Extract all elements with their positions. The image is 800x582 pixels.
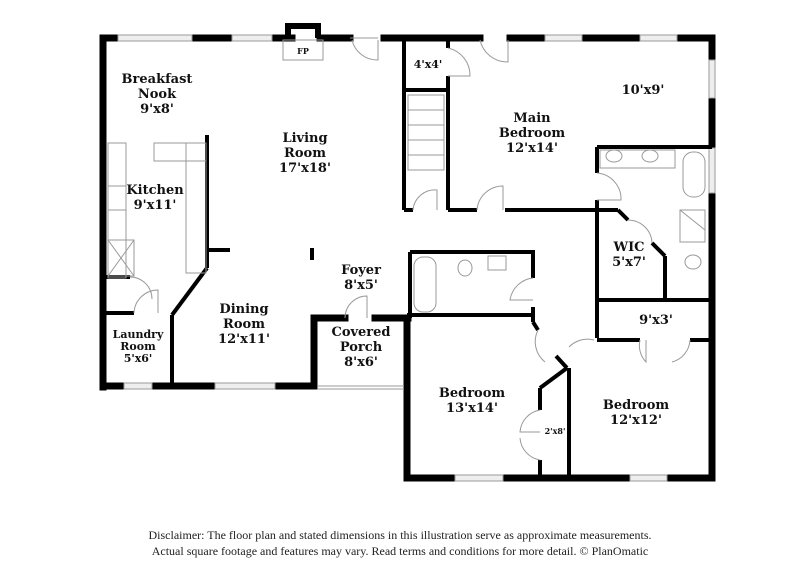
room-label-closet-9x3: 9'x3' xyxy=(639,313,673,328)
room-label-wic: WIC 5'x7' xyxy=(612,240,646,270)
disclaimer: Disclaimer: The floor plan and stated di… xyxy=(0,527,800,559)
room-label-foyer: Foyer 8'x5' xyxy=(341,263,381,293)
fireplace xyxy=(282,23,324,61)
room-label-breakfast-nook: Breakfast Nook 9'x8' xyxy=(121,72,193,117)
room-label-closet-2x8: 2'x8' xyxy=(544,426,566,436)
room-label-closet-4x4: 4'x4' xyxy=(413,58,443,71)
room-label-covered-porch: Covered Porch 8'x6' xyxy=(331,325,391,370)
fireplace-label: FP xyxy=(297,46,309,56)
room-label-living-room: Living Room 17'x18' xyxy=(279,131,331,176)
interior-walls xyxy=(103,38,712,478)
doors xyxy=(129,37,691,461)
room-label-laundry-room: Laundry Room 5'x6' xyxy=(112,328,164,365)
room-label-dining-room: Dining Room 12'x11' xyxy=(218,302,270,347)
exterior-walls xyxy=(99,34,716,482)
floor-plan xyxy=(99,23,716,482)
room-label-bedroom-3: Bedroom 12'x12' xyxy=(602,398,670,428)
room-label-kitchen: Kitchen 9'x11' xyxy=(126,183,184,213)
fixtures xyxy=(107,94,706,313)
windows xyxy=(117,34,716,482)
room-label-main-bedroom: Main Bedroom 12'x14' xyxy=(498,111,566,156)
room-label-sitting-area: 10'x9' xyxy=(621,83,665,98)
disclaimer-line-1: Disclaimer: The floor plan and stated di… xyxy=(148,528,652,542)
room-label-bedroom-2: Bedroom 13'x14' xyxy=(438,386,506,416)
disclaimer-line-2: Actual square footage and features may v… xyxy=(151,544,649,558)
